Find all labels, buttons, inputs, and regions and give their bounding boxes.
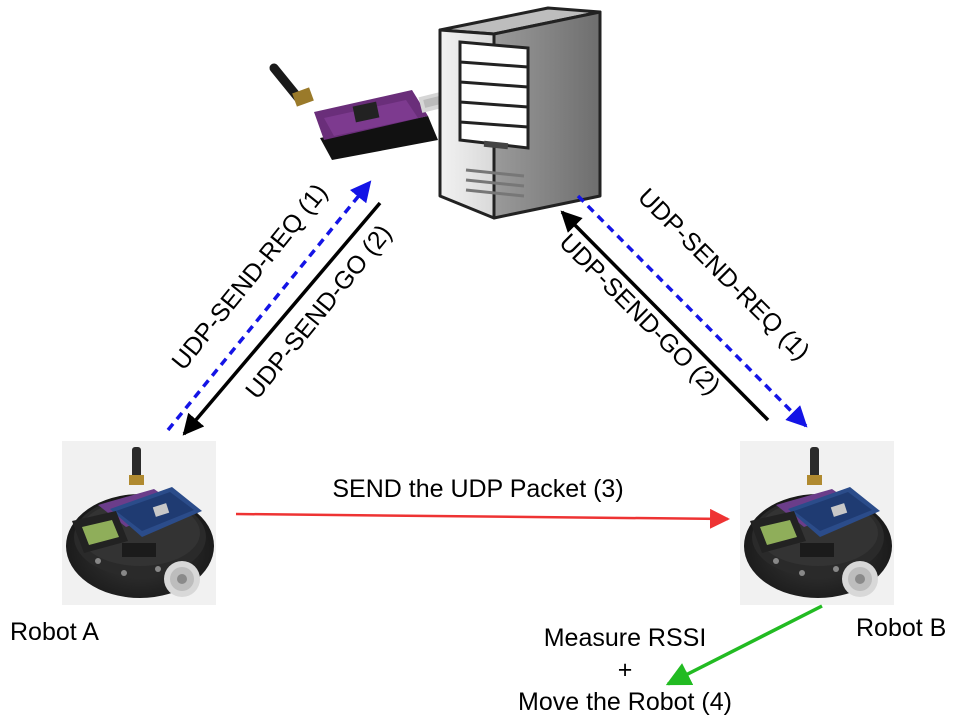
usb-radio-dongle-icon — [262, 60, 462, 160]
edge-b-req-arrow — [576, 194, 808, 428]
robot-b-label: Robot B — [856, 614, 947, 642]
robot-b-image — [740, 441, 894, 605]
move-label-line-3: Move the Robot (4) — [518, 688, 732, 716]
edge-send-arrow — [235, 508, 730, 529]
move-label-line-1: Measure RSSI — [543, 624, 707, 652]
server-tower-icon — [438, 6, 602, 220]
robot-a-image — [62, 441, 216, 605]
robot-a-label: Robot A — [10, 618, 99, 646]
move-label-line-2: + — [617, 656, 633, 684]
edge-b-go-arrow — [560, 210, 770, 422]
edge-a-req-arrow — [166, 180, 372, 432]
edge-send-label: SEND the UDP Packet (3) — [332, 475, 623, 503]
edge-move-label: Measure RSSI + Move the Robot (4) — [440, 622, 810, 718]
edge-move-arrow — [665, 604, 823, 686]
edge-a-go-arrow — [182, 201, 382, 436]
